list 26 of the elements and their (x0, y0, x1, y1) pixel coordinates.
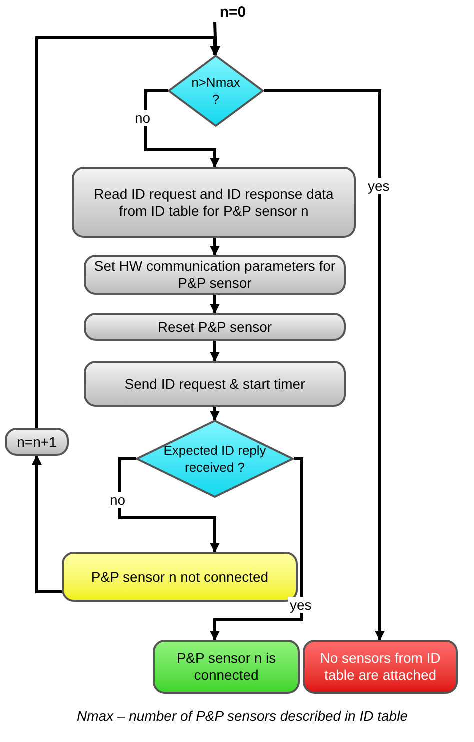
process-box: Reset P&P sensor (84, 313, 346, 341)
counter-box: n=n+1 (5, 428, 69, 456)
process-box: Set HW communication parameters for P&P sensor (84, 255, 346, 295)
start-label: n=0 (205, 2, 261, 22)
result-box: P&P sensor n is connected (153, 640, 300, 694)
decision-diamond: n>Nmax ? (168, 55, 264, 127)
arrow (144, 90, 220, 168)
arrow (210, 458, 304, 641)
arrow (118, 458, 220, 553)
process-box: Read ID request and ID response data from ID table for P&P sensor n (72, 167, 356, 238)
edge-label: yes (288, 597, 314, 613)
arrow (210, 341, 220, 362)
arrow (210, 22, 221, 56)
edge-label: no (108, 492, 128, 508)
result-box: P&P sensor n not connected (62, 552, 298, 602)
arrow (210, 407, 220, 421)
edge-label: yes (366, 178, 392, 194)
edge-label: no (133, 110, 153, 126)
caption: Nmax – number of P&P sensors described in ID table (76, 707, 409, 726)
decision-diamond: Expected ID reply received ? (136, 420, 294, 498)
result-box: No sensors from ID table are attached (303, 640, 458, 694)
arrow (32, 455, 62, 594)
arrow (210, 295, 220, 314)
process-box: Send ID request & start timer (84, 361, 346, 407)
arrow (210, 238, 220, 256)
arrow (264, 90, 385, 641)
